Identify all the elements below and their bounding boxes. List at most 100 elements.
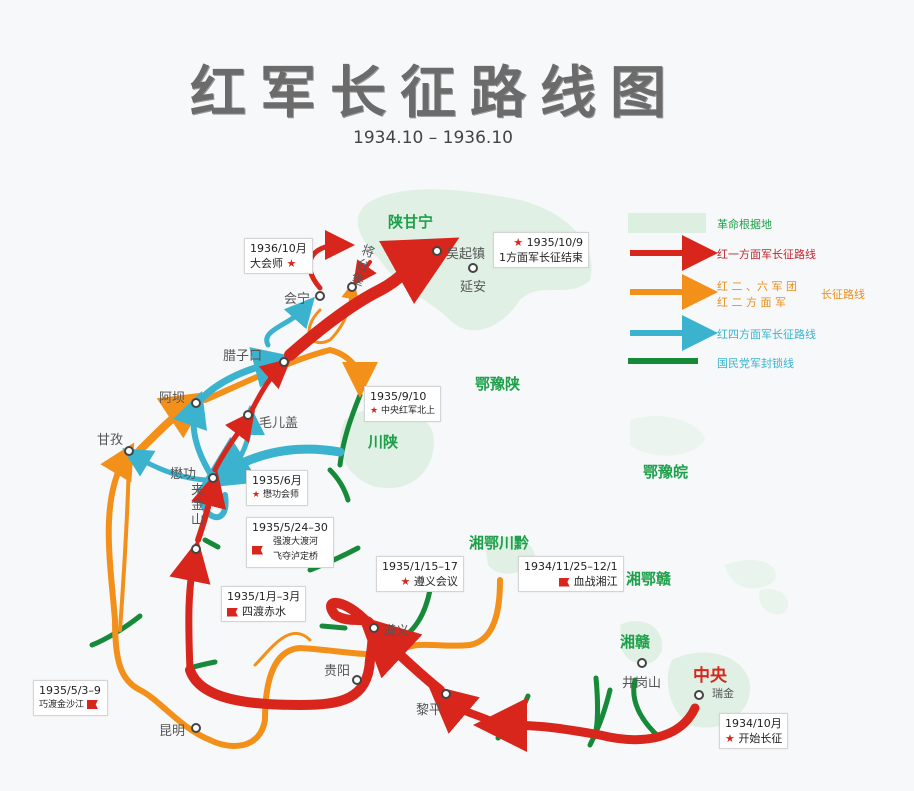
event-callout-jinsha-river: 1935/5/3–9 巧渡金沙江 [33, 680, 108, 716]
city-marker-liping [441, 689, 451, 699]
city-marker-aba [191, 398, 201, 408]
city-label-yanan: 延安 [460, 280, 487, 295]
city-label-ruijin: 瑞金 [712, 687, 734, 700]
region-xiangegan-area [725, 560, 789, 615]
star-icon: ★ [400, 575, 411, 588]
event-callout-grand-reunion: 1936/10月 大会师 ★ [244, 238, 313, 274]
city-label-jinggangshan: 井岗山 [622, 676, 662, 691]
flag-icon [558, 577, 570, 587]
event-callout-start: 1934/10月 ★ 开始长征 [719, 713, 789, 749]
region-eyuwan-area [630, 416, 705, 456]
legend-second-army-suffix: 长征路线 [821, 288, 865, 301]
event-date: 1934/10月 [725, 717, 782, 730]
blockade-line [631, 677, 663, 741]
city-label-kunming: 昆明 [159, 724, 186, 739]
event-label: 强渡大渡河 [273, 537, 319, 547]
city-label-aba: 阿坝 [159, 391, 186, 406]
blockade-line [307, 545, 361, 573]
region-shaanganning: 陕甘宁 [388, 213, 434, 231]
event-date: 1935/1/15–17 [382, 560, 458, 573]
region-shaanganning-area [357, 189, 592, 331]
city-label-maoergai: 毛儿盖 [259, 416, 299, 431]
event-label: 遵义会议 [413, 575, 458, 588]
star-icon: ★ [513, 236, 524, 249]
region-xianggan-area [620, 621, 663, 665]
city-label-zunyi: 遵义 [383, 624, 410, 639]
event-date: 1935/5/24–30 [252, 521, 328, 534]
event-date: 1935/6月 [252, 474, 302, 487]
city-marker-jinggangshan [637, 658, 647, 668]
city-marker-maogong [208, 473, 218, 483]
city-marker-luding [191, 544, 201, 554]
region-xiangechuanqian: 湘鄂川黔 [469, 534, 530, 552]
city-markers [124, 246, 704, 733]
event-date: 1935/5/3–9 [39, 684, 101, 697]
legend-base-area-swatch [628, 213, 706, 233]
region-xianggan: 湘赣 [620, 633, 651, 651]
event-date: 1934/11/25–12/1 [524, 560, 618, 573]
blockade-line [495, 693, 531, 741]
event-label: 大会师 [250, 257, 283, 270]
city-marker-kunming [191, 723, 201, 733]
city-marker-wuqizhen [432, 246, 442, 256]
event-label: 中央红军北上 [380, 406, 435, 416]
event-label: 巧渡金沙江 [39, 700, 85, 710]
region-chuanshaan-area [339, 407, 434, 489]
legend-blockade-swatch [628, 358, 698, 364]
event-label: 开始长征 [738, 732, 783, 745]
star-icon: ★ [370, 406, 379, 416]
legend-fourth-army-label: 红四方面军长征路线 [717, 328, 816, 341]
city-label-ganzi: 甘孜 [97, 433, 124, 448]
legend-base-area-label: 革命根据地 [717, 218, 772, 231]
city-marker-ruijin [694, 690, 704, 700]
event-date: 1935/10/9 [526, 236, 583, 249]
legend-blockade-label: 国民党军封锁线 [717, 357, 794, 370]
region-zhongyang-area [667, 652, 751, 728]
event-label: 血战湘江 [573, 575, 618, 588]
blockade-line [319, 623, 348, 631]
city-label-jiajinshan: 夹金山 [191, 483, 205, 528]
star-icon: ★ [286, 257, 297, 270]
blockade-line [337, 392, 363, 468]
region-chuanshaan: 川陕 [368, 433, 399, 451]
city-label-guiyang: 贵阳 [324, 664, 351, 679]
event-date: 1936/10月 [250, 242, 307, 255]
region-zhongyang: 中央 [693, 666, 727, 686]
region-eyushaan: 鄂豫陕 [475, 375, 521, 393]
city-marker-lazikou [279, 357, 289, 367]
city-marker-jiangtaibao [347, 282, 357, 292]
event-callout-first-army-end: ★ 1935/10/9 1方面军长征结束 [493, 232, 589, 268]
city-label-wuqizhen: 吴起镇 [446, 247, 486, 262]
flag-icon [227, 607, 238, 617]
map-subtitle: 1934.10 – 1936.10 [353, 128, 513, 148]
blockade-line [327, 467, 351, 503]
city-label-maogong: 懋功 [170, 467, 197, 482]
city-label-liping: 黎平 [416, 703, 443, 718]
city-marker-zunyi [369, 623, 379, 633]
event-callout-maogong: 1935/6月 ★ 懋功会师 [246, 470, 308, 506]
region-xiangegan: 湘鄂赣 [626, 570, 672, 588]
event-callout-xiang-river: 1934/11/25–12/1 血战湘江 [518, 556, 624, 592]
flag-icon [252, 545, 263, 555]
star-icon: ★ [725, 732, 735, 745]
blockade-lines [89, 392, 663, 748]
region-eyuwan: 鄂豫皖 [643, 463, 689, 481]
event-callout-zunyi: 1935/1/15–17 ★ 遵义会议 [376, 556, 464, 592]
legend-second-army-line1: 红 二 、六 军 团 [717, 280, 797, 293]
city-marker-yanan [468, 263, 478, 273]
event-label-2: 飞夺泸定桥 [273, 552, 319, 562]
city-label-huining: 会宁 [284, 292, 311, 307]
legend-first-army-label: 红一方面军长征路线 [717, 248, 816, 261]
legend-second-army-line2: 红 二 方 面 军 [717, 296, 786, 309]
city-label-lazikou: 腊子口 [223, 349, 263, 364]
blockade-line [593, 675, 600, 733]
event-date: 1935/9/10 [370, 390, 427, 403]
event-callout-chishui: 1935/1月–3月 四渡赤水 [221, 586, 307, 622]
event-label: 四渡赤水 [242, 605, 286, 618]
city-marker-guiyang [352, 675, 362, 685]
star-icon: ★ [252, 490, 261, 500]
event-date: 1935/1月–3月 [227, 590, 301, 603]
blockade-line [202, 537, 221, 550]
city-marker-ganzi [124, 446, 134, 456]
